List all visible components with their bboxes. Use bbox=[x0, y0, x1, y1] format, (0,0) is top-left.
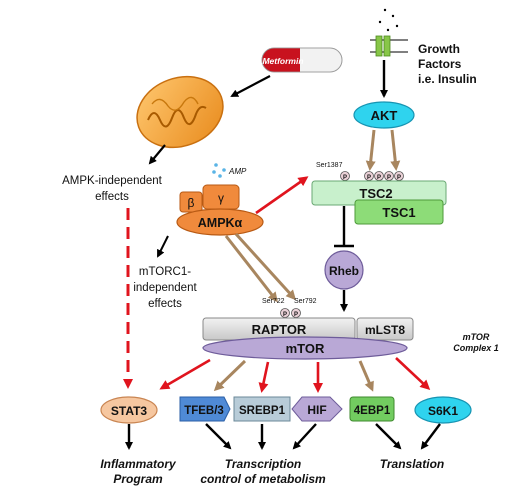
ampk-to-ser792-arrow bbox=[234, 232, 297, 301]
svg-text:P: P bbox=[294, 312, 298, 318]
ampk-complex: β γ AMPKα bbox=[176, 184, 264, 236]
akt-to-tsc2-arrow-2 bbox=[390, 129, 401, 171]
mtor-label: mTOR bbox=[286, 341, 325, 356]
ampk-gamma: γ bbox=[218, 191, 224, 205]
complex-name-line2: Complex 1 bbox=[453, 343, 499, 353]
ampk-beta: β bbox=[188, 196, 195, 210]
hif-label: HIF bbox=[307, 403, 326, 417]
ampk-to-mtorc1-independent-arrow bbox=[157, 235, 169, 258]
rheb-node bbox=[324, 250, 364, 290]
mtorc1-independent-line1: mTORC1- bbox=[139, 266, 191, 278]
tfeb-node bbox=[179, 396, 231, 422]
4ebp1-label: 4EBP1 bbox=[354, 405, 391, 417]
metformin-pill: Metformin bbox=[261, 47, 343, 73]
hif-node bbox=[291, 396, 343, 422]
svg-text:P: P bbox=[343, 175, 347, 181]
mtor-to-tfeb-arrow bbox=[213, 359, 247, 392]
tsc1-box bbox=[354, 199, 444, 225]
akt-to-tsc2-arrow-1 bbox=[365, 129, 376, 171]
tsc2-akt-phospho-sites: P P P P bbox=[364, 171, 404, 181]
ampk-to-tsc2-arrow bbox=[255, 176, 309, 215]
tsc2-site-label: Ser1387 bbox=[316, 162, 343, 169]
rheb-label: Rheb bbox=[329, 264, 359, 278]
stat3-node bbox=[100, 396, 158, 424]
mtor-node bbox=[202, 336, 408, 360]
transcription-line1: Transcription bbox=[225, 457, 301, 471]
akt-label: AKT bbox=[371, 108, 398, 123]
srebp1-node bbox=[233, 396, 291, 422]
mtorc1-independent-line2: independent bbox=[133, 282, 197, 294]
s6k1-to-translation-arrow bbox=[420, 423, 441, 450]
tfeb-to-transcription-arrow bbox=[205, 423, 232, 450]
ser792-label: Ser792 bbox=[294, 298, 317, 305]
raptor-label: RAPTOR bbox=[252, 322, 307, 337]
4ebp1-to-translation-arrow bbox=[375, 423, 402, 450]
ampk-alpha: AMPKα bbox=[198, 216, 243, 230]
mtorc1-independent-line3: effects bbox=[148, 298, 182, 310]
ampk-independent-line1: AMPK-independent bbox=[62, 175, 163, 187]
mlst8-box bbox=[356, 317, 414, 341]
metformin-label: Metformin bbox=[262, 56, 303, 66]
mlst8-label: mLST8 bbox=[365, 323, 405, 337]
complex-name-line1: mTOR bbox=[463, 332, 490, 342]
s6k1-label: S6K1 bbox=[428, 404, 458, 418]
4ebp1-node bbox=[349, 396, 395, 422]
svg-text:P: P bbox=[387, 175, 391, 181]
svg-text:P: P bbox=[367, 175, 371, 181]
translation-label: Translation bbox=[380, 457, 444, 471]
hif-to-transcription-arrow bbox=[292, 423, 317, 450]
growth-factors-line2: Factors bbox=[418, 57, 462, 71]
transcription-line2: control of metabolism bbox=[200, 472, 326, 486]
svg-text:P: P bbox=[397, 175, 401, 181]
amp-label: AMP bbox=[228, 167, 247, 176]
mtor-to-s6k1-arrow bbox=[395, 357, 431, 391]
srebp1-label: SREBP1 bbox=[239, 405, 286, 417]
mitochondria-to-effects-arrow bbox=[148, 144, 166, 165]
inflammatory-line2: Program bbox=[113, 472, 163, 486]
ser722-label: Ser722 bbox=[262, 298, 285, 305]
receptor-icon bbox=[370, 8, 408, 57]
mtor-to-srebp1-arrow bbox=[258, 361, 270, 393]
mtor-to-4ebp1-arrow bbox=[358, 360, 374, 392]
svg-text:P: P bbox=[377, 175, 381, 181]
svg-text:P: P bbox=[283, 312, 287, 318]
metformin-to-mitochondria-arrow bbox=[230, 75, 271, 97]
mtor-to-stat3-arrow bbox=[159, 358, 211, 390]
ampk-to-ser722-arrow bbox=[224, 235, 278, 303]
tsc2-phospho-site: P bbox=[340, 171, 350, 181]
s6k1-node bbox=[414, 396, 472, 424]
tfeb-label: TFEB/3 bbox=[184, 405, 224, 417]
growth-factors-line3: i.e. Insulin bbox=[418, 72, 477, 86]
mitochondrion-icon bbox=[136, 75, 224, 149]
tsc1-label: TSC1 bbox=[382, 205, 415, 220]
raptor-phospho-sites: P P bbox=[280, 308, 301, 318]
growth-factors-line1: Growth bbox=[418, 42, 460, 56]
tsc2-label: TSC2 bbox=[359, 186, 392, 201]
akt-node bbox=[353, 101, 415, 129]
ampk-independent-line2: effects bbox=[95, 191, 129, 203]
stat3-label: STAT3 bbox=[111, 404, 148, 418]
amp-dots bbox=[212, 163, 226, 178]
inflammatory-line1: Inflammatory bbox=[100, 457, 177, 471]
